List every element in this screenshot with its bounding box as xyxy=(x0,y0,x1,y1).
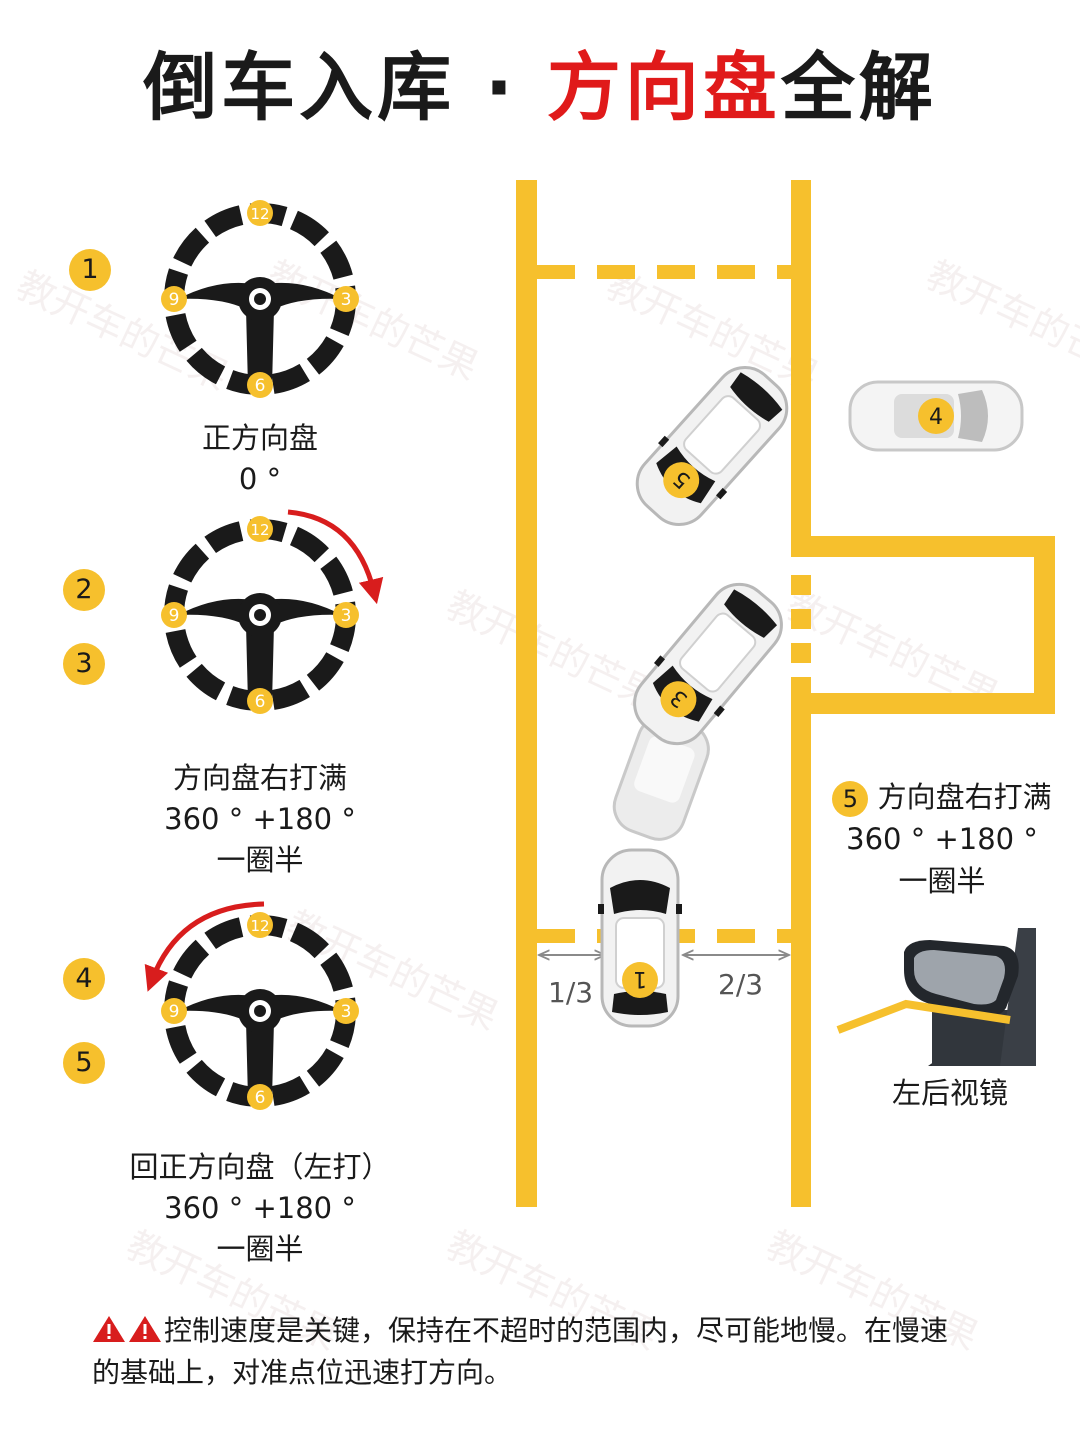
page-title: 倒车入库 · 方向盘全解 xyxy=(0,28,1080,135)
step-badge: 4 xyxy=(63,958,105,1000)
parking-lines xyxy=(516,180,1055,1207)
caption-line: 360 ° +180 ° xyxy=(164,1191,356,1225)
car-label-4: 4 xyxy=(929,405,943,430)
wheel-mark-9: 9 xyxy=(169,606,180,626)
wheel-mark-6: 6 xyxy=(255,1088,266,1108)
car-position-1: 1 xyxy=(596,848,684,1028)
warning-icon xyxy=(93,1316,125,1342)
step-4-caption: 回正方向盘（左打） 360 ° +180 ° 一圈半 xyxy=(100,1147,420,1270)
step-badge: 3 xyxy=(63,643,105,685)
caption-line: 方向盘右打满 xyxy=(172,761,347,795)
warning-icon xyxy=(129,1316,161,1342)
ratio-right-label: 2/3 xyxy=(718,968,764,1001)
caption-line: 360 ° +180 ° xyxy=(164,802,356,836)
wheel-mark-6: 6 xyxy=(255,692,266,712)
wheel-mark-9: 9 xyxy=(169,1002,180,1022)
step-badge: 5 xyxy=(63,1042,105,1084)
warning-text: 控制速度是关键，保持在不超时的范围内，尽可能地慢。在慢速的基础上，对准点位迅速打… xyxy=(92,1314,949,1389)
ratio-left-label: 1/3 xyxy=(548,976,594,1009)
turn-left-arrow-icon xyxy=(144,901,265,992)
steering-wheel-icon: 12 3 6 9 xyxy=(161,912,359,1110)
steering-wheel-icon: 12 3 6 9 xyxy=(161,200,359,398)
step-badge: 5 xyxy=(832,781,869,817)
mirror-label: 左后视镜 xyxy=(891,1076,1008,1110)
caption-line: 0 ° xyxy=(238,462,282,496)
note-line: 一圈半 xyxy=(898,864,986,898)
step-badge: 1 xyxy=(69,249,111,291)
title-part2: 方向盘 xyxy=(546,45,781,131)
car-position-5: 5 xyxy=(620,350,804,542)
caption-line: 回正方向盘（左打） xyxy=(129,1150,391,1184)
car-position-4: 4 xyxy=(848,380,1024,452)
warning-note: 控制速度是关键，保持在不超时的范围内，尽可能地慢。在慢速的基础上，对准点位迅速打… xyxy=(92,1310,972,1394)
step-1-caption: 正方向盘 0 ° xyxy=(100,418,420,500)
step-5-note: 5 方向盘右打满 360 ° +180 ° 一圈半 xyxy=(822,776,1062,902)
note-line: 方向盘右打满 xyxy=(877,780,1052,814)
step-2-caption: 方向盘右打满 360 ° +180 ° 一圈半 xyxy=(100,758,420,881)
step-badge: 2 xyxy=(63,569,105,611)
car-label-1: 1 xyxy=(633,966,647,991)
title-part1: 倒车入库 · xyxy=(143,45,547,131)
wheel-mark-3: 3 xyxy=(341,290,352,310)
caption-line: 一圈半 xyxy=(216,843,304,877)
title-part3: 全解 xyxy=(780,45,937,131)
wheel-mark-12: 12 xyxy=(250,521,269,539)
wheel-mark-12: 12 xyxy=(250,917,269,935)
caption-line: 一圈半 xyxy=(216,1232,304,1266)
note-line: 360 ° +180 ° xyxy=(846,822,1038,856)
car-position-2 xyxy=(612,715,710,841)
car-position-3: 3 xyxy=(617,568,799,760)
wheel-mark-6: 6 xyxy=(255,376,266,396)
wheel-mark-9: 9 xyxy=(169,290,180,310)
turn-right-arrow-icon xyxy=(287,509,384,605)
steering-wheel-icon: 12 3 6 9 xyxy=(161,516,359,714)
wheel-mark-3: 3 xyxy=(341,1002,352,1022)
wheel-mark-3: 3 xyxy=(341,606,352,626)
wheel-mark-12: 12 xyxy=(250,205,269,223)
caption-line: 正方向盘 xyxy=(201,421,318,455)
side-mirror-image xyxy=(836,928,1036,1066)
